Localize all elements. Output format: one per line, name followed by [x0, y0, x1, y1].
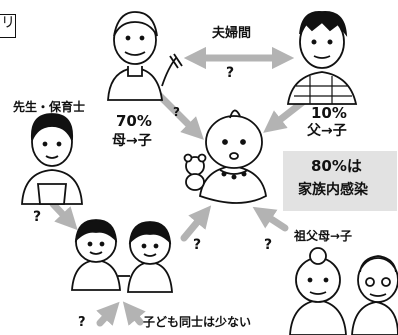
teacher-figure — [21, 113, 83, 205]
corner-tag-text: リ — [1, 15, 15, 31]
grandparents-unknown-mark: ? — [264, 237, 273, 253]
family-percentage: 80%は — [311, 157, 362, 175]
kids-to-baby-unknown-mark: ? — [193, 237, 202, 253]
teacher-unknown-mark: ? — [33, 209, 42, 225]
teddy-bear-toy — [183, 153, 207, 191]
mother-route-label: 母→子 — [112, 133, 152, 149]
children-note-label: 子ども同士は少ない — [143, 315, 252, 329]
mother-figure — [107, 11, 183, 101]
teacher-label: 先生・保育士 — [13, 100, 86, 114]
arrow-kids-to-baby — [180, 205, 212, 242]
father-percentage: 10% — [311, 104, 347, 122]
arrow-kids-mutual-left — [96, 301, 120, 327]
baby-figure — [183, 109, 267, 204]
mother-percentage: 70% — [116, 112, 152, 130]
family-infection-label: 家族内感染 — [298, 182, 368, 198]
grandparents-figures — [289, 247, 398, 335]
father-route-label: 父→子 — [307, 123, 347, 139]
family-infection-box — [283, 151, 397, 211]
arrow-kids-mutual-right — [122, 301, 146, 326]
couple-unknown-mark: ? — [226, 65, 235, 81]
kids-mutual-unknown-mark: ? — [78, 315, 86, 330]
arrow-teacher-to-kids — [49, 200, 78, 231]
corner-tag — [0, 14, 16, 38]
couple-label: 夫婦間 — [212, 26, 252, 41]
arrow-grandparents-to-baby — [252, 206, 289, 232]
father-figure — [286, 11, 358, 105]
grandparents-route-label: 祖父母→子 — [294, 229, 353, 243]
children-figures — [71, 219, 173, 293]
mother-baby-unknown-mark: ? — [173, 105, 180, 119]
